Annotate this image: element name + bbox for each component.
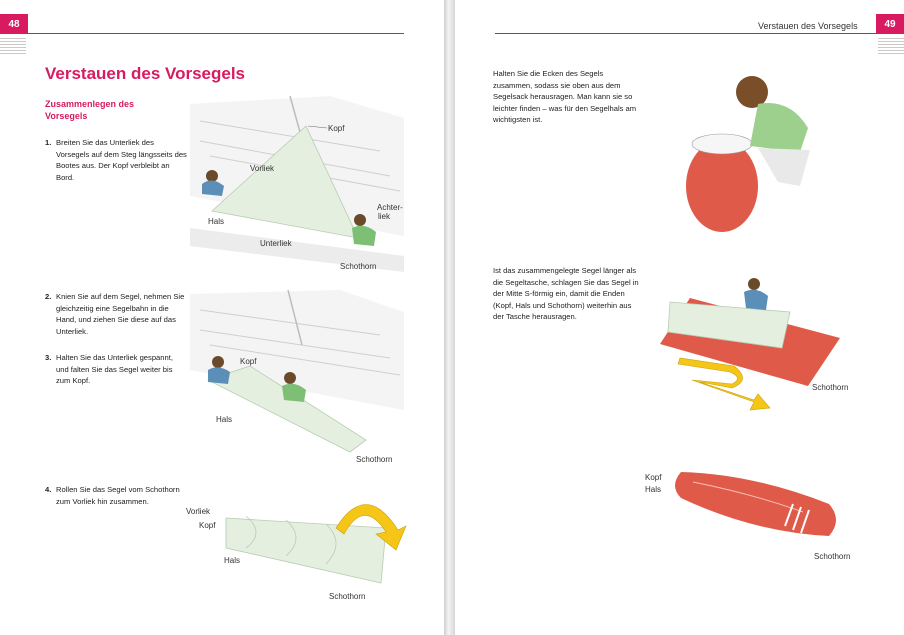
label-schothorn: Schothorn [814, 552, 850, 561]
step-text: Breiten Sie das Unterliek des Vorsegels … [56, 138, 187, 182]
label-hals: Hals [208, 217, 224, 226]
figure-sail-spread: Kopf Vorliek Achter- liek Hals Unterliek… [190, 95, 404, 272]
s-fold-arrow [677, 357, 771, 411]
person-green-shirt [282, 383, 306, 402]
book-gutter [444, 0, 455, 635]
roll-direction-arrow [335, 504, 407, 551]
step-2: 2. Knien Sie auf dem Segel, nehmen Sie g… [45, 291, 187, 337]
step-number: 4. [45, 485, 52, 494]
label-schothorn: Schothorn [340, 262, 376, 271]
label-achterliek: Achter- [377, 203, 403, 212]
label-hals: Hals [224, 556, 240, 565]
label-unterliek: Unterliek [260, 239, 293, 248]
header-rule [495, 33, 876, 34]
figure-s-fold: Schothorn [660, 278, 848, 411]
step-number: 2. [45, 292, 52, 301]
page-title: Verstauen des Vorsegels [45, 64, 246, 83]
page-number-left: 48 [0, 14, 28, 34]
section-subtitle: Zusammenlegen des Vorsegels [45, 99, 135, 121]
label-achterliek-cont: liek [378, 212, 391, 221]
person-blue-shirt [202, 180, 224, 196]
label-schothorn: Schothorn [812, 383, 848, 392]
label-kopf: Kopf [199, 521, 216, 530]
label-schothorn: Schothorn [329, 592, 365, 601]
label-kopf: Kopf [240, 357, 257, 366]
stripe-decoration [878, 38, 904, 54]
label-vorliek: Vorliek [186, 507, 211, 516]
rolled-sail-illustration [225, 517, 387, 584]
label-hals: Hals [216, 415, 232, 424]
person-blue-shirt [744, 289, 768, 310]
sail-bag-illustration [686, 140, 758, 232]
figure-sail-rolling: Vorliek Kopf Hals Schothorn [186, 504, 407, 601]
label-hals: Hals [645, 485, 661, 494]
left-page: 48 Verstauen des Vorsegels Zusammenlegen… [0, 0, 444, 635]
label-schothorn: Schothorn [356, 455, 392, 464]
person-blue-shirt [208, 367, 230, 384]
step-text: Rollen Sie das Segel vom Schothorn zum V… [56, 485, 180, 506]
running-head: Verstauen des Vorsegels [758, 21, 858, 31]
folded-sail-illustration [667, 301, 791, 349]
paragraph-2: Ist das zusammengelegte Segel länger als… [493, 266, 639, 321]
paragraph-1: Halten Sie die Ecken des Segels zusammen… [493, 69, 637, 124]
person-green-shirt [750, 103, 808, 152]
page-number-right: 49 [876, 14, 904, 34]
step-number: 1. [45, 138, 52, 147]
person-green-shirt [352, 225, 376, 246]
stripe-decoration [0, 38, 26, 54]
step-1: 1. Breiten Sie das Unterliek des Vorsege… [45, 137, 187, 183]
step-text: Halten Sie das Unterliek gespannt, und f… [56, 353, 173, 385]
step-text: Knien Sie auf dem Segel, nehmen Sie glei… [56, 292, 185, 336]
label-vorliek: Vorliek [250, 164, 275, 173]
figure-sail-folding: Kopf Hals Schothorn [190, 289, 404, 464]
packed-sail-bag-illustration [675, 472, 836, 536]
right-page: 49 Verstauen des Vorsegels Halten Sie di… [455, 0, 904, 635]
figure-sail-bag-packing [686, 76, 810, 232]
label-kopf: Kopf [328, 124, 345, 133]
label-kopf: Kopf [645, 473, 662, 482]
sail-illustration [211, 125, 359, 239]
step-4: 4. Rollen Sie das Segel vom Schothorn zu… [45, 484, 187, 507]
header-rule [28, 33, 404, 34]
figure-packed-bag: Kopf Hals Schothorn [645, 472, 850, 561]
step-3: 3. Halten Sie das Unterliek gespannt, un… [45, 352, 187, 387]
step-number: 3. [45, 353, 52, 362]
person-hair [736, 76, 768, 108]
folded-sail-illustration [206, 365, 367, 453]
